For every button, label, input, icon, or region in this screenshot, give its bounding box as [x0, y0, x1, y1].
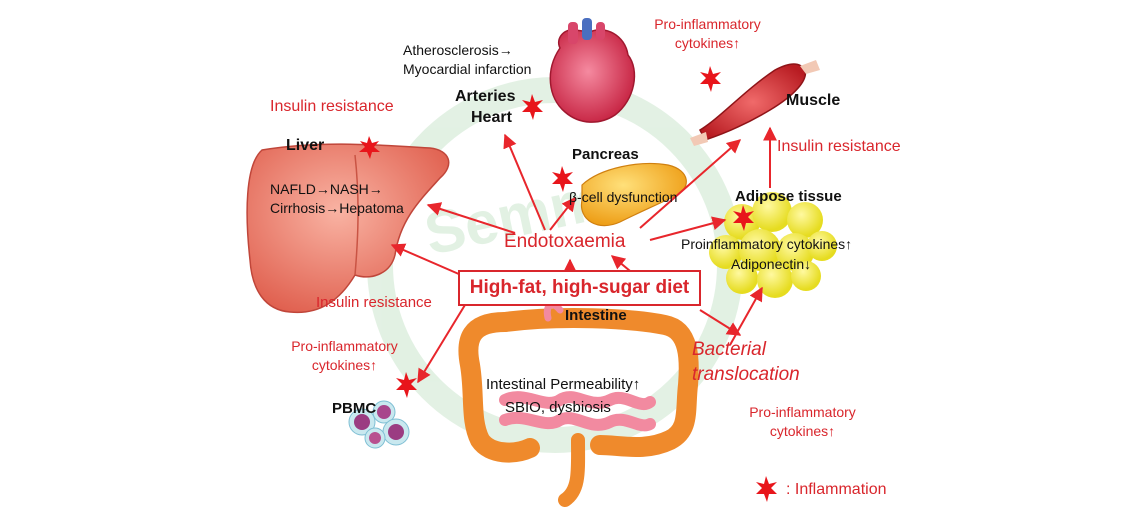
atherosclerosis-label: Atherosclerosis→	[403, 42, 513, 58]
pancreas-label: Pancreas	[572, 146, 639, 163]
intestine-label: Intestine	[565, 307, 627, 324]
star-icon-legend	[756, 476, 777, 502]
star-icon-liver	[359, 136, 380, 159]
proinflammatory-pbmc-line2: cytokines↑	[311, 357, 378, 373]
adipose-tissue-icon	[709, 192, 837, 298]
liver-icon	[246, 143, 450, 314]
insulin-resistance-muscle-label: Insulin resistance	[777, 138, 901, 155]
legend-inflammation-label: : Inflammation	[786, 481, 887, 498]
arrow-diet-to-liver	[390, 243, 469, 279]
muscle-icon	[690, 60, 820, 146]
arteries-label: Arteries	[455, 88, 516, 105]
pbmc-label: PBMC	[332, 400, 377, 417]
arrow-diet-to-pbmc	[417, 299, 469, 384]
proinflammatory-bacterial-line1: Pro-inflammatory	[749, 404, 856, 420]
star-icon-pancreas	[552, 166, 573, 192]
bacterial-translocation-label: Bacterial translocation	[692, 338, 800, 387]
liver-label: Liver	[286, 137, 325, 154]
heart-icon	[549, 18, 636, 123]
cirrhosis-label: Cirrhosis→Hepatoma	[270, 200, 404, 216]
star-icon-pbmc	[396, 372, 417, 398]
muscle-label: Muscle	[786, 92, 841, 109]
arrow-endotoxaemia-to-heart	[503, 133, 546, 231]
proinflammatory-pbmc-line1: Pro-inflammatory	[291, 338, 398, 354]
diet-box: High-fat, high-sugar diet	[458, 270, 701, 306]
star-icon-heart	[522, 94, 543, 120]
bacterial-line2: translocation	[692, 363, 800, 385]
arrow-endotoxaemia-to-adipose	[649, 216, 727, 241]
arrow-endotoxaemia-to-liver	[426, 202, 516, 234]
star-icon-muscle	[700, 66, 721, 92]
proinflammatory-bacterial-line2: cytokines↑	[769, 423, 836, 439]
arrow-intestine-to-bacterial	[699, 309, 742, 336]
star-icon-adipose	[733, 205, 754, 231]
adipose-tissue-label: Adipose tissue	[735, 188, 842, 205]
intestine-icon	[458, 301, 699, 507]
proinflammatory-muscle-line2: cytokines↑	[674, 35, 741, 51]
arrows	[390, 126, 777, 384]
myocardial-infarction-label: Myocardial infarction	[403, 61, 532, 77]
inflammation-stars	[359, 66, 777, 502]
nafld-label: NAFLD→NASH→	[270, 181, 383, 197]
intestinal-permeability-label: Intestinal Permeability↑	[486, 376, 641, 393]
insulin-resistance-pbmc-label: Insulin resistance	[316, 294, 432, 311]
beta-cell-dysfunction-label: β-cell dysfunction	[569, 189, 678, 205]
proinflammatory-cytokines-label: Proinflammatory cytokines↑	[681, 236, 853, 252]
proinflammatory-muscle-line1: Pro-inflammatory	[654, 16, 761, 32]
endotoxaemia-label: Endotoxaemia	[504, 231, 626, 252]
adiponectin-label: Adiponectin↓	[731, 256, 812, 272]
insulin-resistance-liver-label: Insulin resistance	[270, 98, 394, 115]
bacterial-line1: Bacterial	[692, 339, 766, 360]
sbio-dysbiosis-label: SBIO, dysbiosis	[505, 399, 611, 416]
arrow-endotoxaemia-to-pancreas	[549, 196, 576, 231]
pbmc-icon	[348, 400, 410, 449]
heart-label: Heart	[471, 109, 512, 126]
arrow-endotoxaemia-to-muscle	[639, 139, 742, 229]
